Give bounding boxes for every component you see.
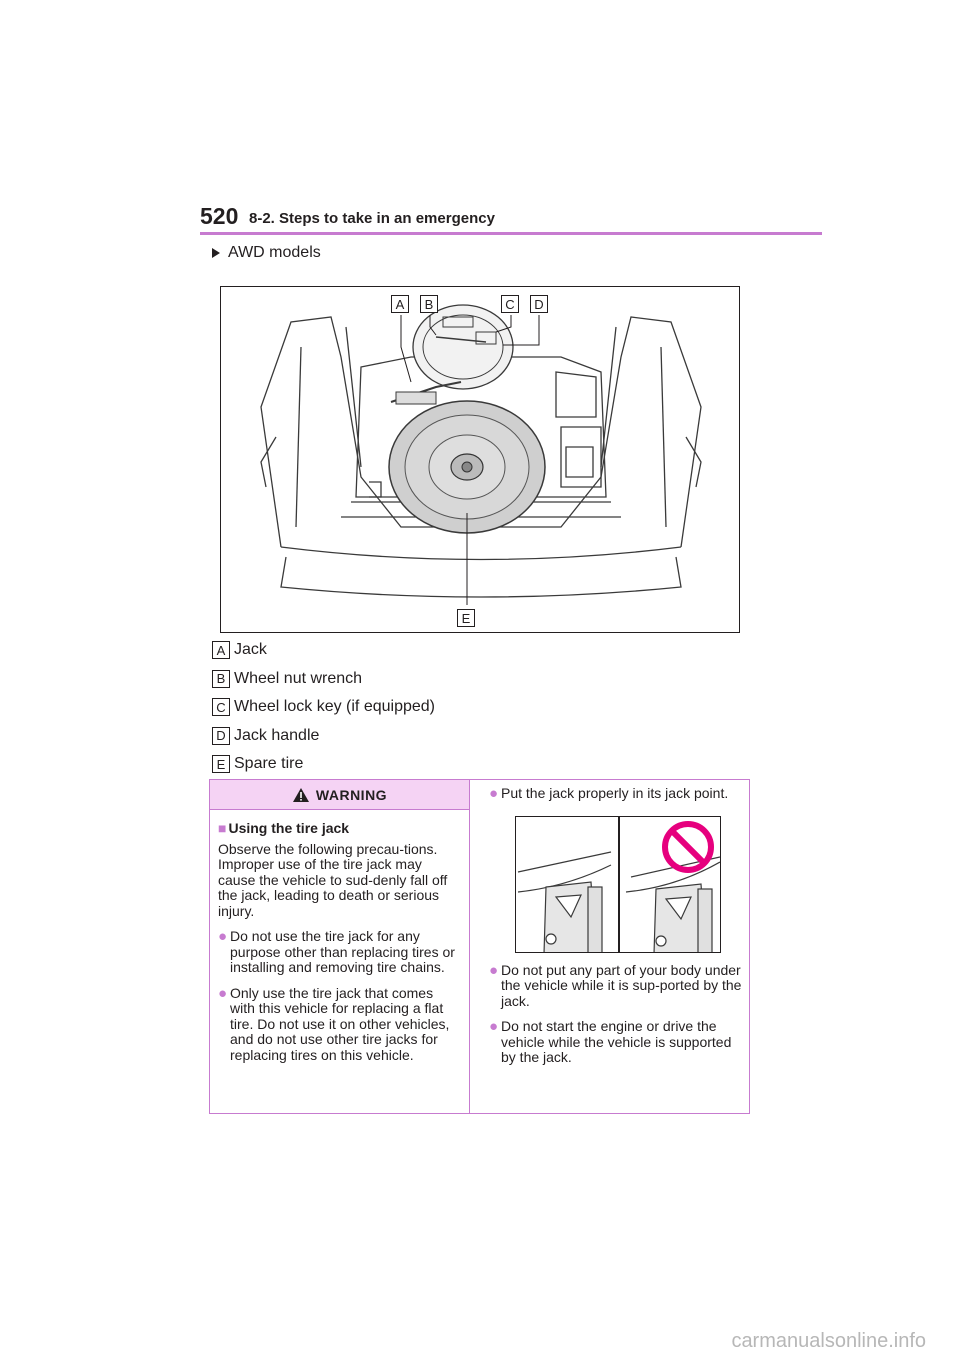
square-bullet-icon: ■	[218, 820, 227, 836]
warning-bullet: ● Do not put any part of your body under…	[489, 961, 743, 1010]
warning-header: WARNING	[210, 780, 469, 810]
callout-b: B	[420, 295, 438, 313]
warning-subhead: ■ Using the tire jack	[218, 820, 461, 837]
callout-d: D	[530, 295, 548, 313]
warning-bullet: ● Only use the tire jack that comes with…	[218, 984, 461, 1064]
legend-label: Jack handle	[234, 726, 320, 744]
cargo-area-illustration: A B C D E	[220, 286, 740, 633]
legend-label: Wheel lock key (if equipped)	[234, 698, 435, 716]
warning-bullet: ● Do not use the tire jack for any purpo…	[218, 928, 461, 976]
warning-bullet-text: Do not start the engine or drive the veh…	[501, 1018, 732, 1065]
warning-box: WARNING ■ Using the tire jack Observe th…	[209, 779, 750, 1114]
watermark: carmanualsonline.info	[731, 1330, 926, 1352]
warning-bullet-text: Only use the tire jack that comes with t…	[230, 984, 450, 1063]
callout-a: A	[391, 295, 409, 313]
bullet-dot-icon: ●	[218, 984, 228, 1002]
callout-c: C	[501, 295, 519, 313]
warning-right-column: ● Put the jack properly in its jack poin…	[489, 785, 743, 1066]
warning-bullet: ● Put the jack properly in its jack poin…	[489, 785, 743, 802]
warning-left-column: WARNING ■ Using the tire jack Observe th…	[210, 780, 470, 1113]
legend-label: Wheel nut wrench	[234, 669, 363, 687]
bullet-dot-icon: ●	[489, 1018, 499, 1035]
legend-key: E	[212, 755, 230, 774]
jack-placement-drawing	[517, 816, 720, 952]
warning-title: WARNING	[315, 786, 388, 803]
section-title: 8-2. Steps to take in an emergency	[249, 210, 495, 227]
legend-key: C	[212, 698, 230, 717]
bullet-dot-icon: ●	[218, 928, 228, 945]
legend-item: E Spare tire	[212, 750, 435, 779]
legend-label: Jack	[234, 641, 267, 659]
legend-item: B Wheel nut wrench	[212, 665, 435, 694]
callout-e: E	[457, 609, 475, 627]
subheading-text: AWD models	[228, 244, 321, 261]
parts-legend: A Jack B Wheel nut wrench C Wheel lock k…	[212, 636, 435, 779]
header-rule	[200, 232, 822, 235]
subheading: AWD models	[212, 244, 321, 262]
cargo-area-drawing	[260, 304, 702, 605]
warning-intro: Observe the following precau-tions. Impr…	[218, 840, 448, 919]
warning-bullet: ● Do not start the engine or drive the v…	[489, 1018, 743, 1066]
warning-bullet-text: Do not put any part of your body under t…	[501, 961, 742, 1009]
warning-left-content: ■ Using the tire jack Observe the follow…	[210, 810, 469, 1063]
bullet-dot-icon: ●	[489, 785, 499, 802]
legend-key: D	[212, 726, 230, 745]
warning-bullet-text: Put the jack properly in its jack point.	[501, 785, 729, 801]
legend-key: A	[212, 641, 230, 660]
warning-bullet-text: Do not use the tire jack for any purpose…	[230, 928, 455, 975]
legend-item: D Jack handle	[212, 722, 435, 751]
page-number: 520	[200, 203, 239, 229]
bullet-dot-icon: ●	[489, 961, 499, 979]
warning-triangle-icon	[292, 787, 309, 802]
legend-item: C Wheel lock key (if equipped)	[212, 693, 435, 722]
triangle-bullet-icon	[212, 248, 220, 258]
legend-key: B	[212, 669, 230, 688]
legend-label: Spare tire	[234, 755, 304, 773]
legend-item: A Jack	[212, 636, 435, 665]
jack-placement-illustration	[515, 815, 721, 953]
warning-subhead-text: Using the tire jack	[228, 820, 350, 836]
